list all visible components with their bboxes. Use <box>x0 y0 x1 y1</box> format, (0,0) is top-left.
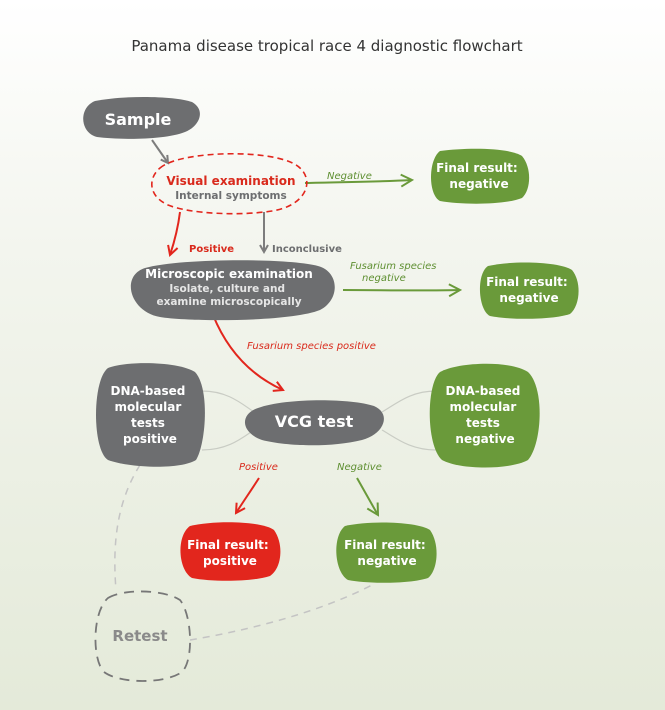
node-sample: Sample <box>83 96 200 139</box>
node-final-positive-line2: positive <box>203 554 257 568</box>
node-sample-label: Sample <box>105 110 172 129</box>
node-visual-examination: Visual examination Internal symptoms <box>151 152 308 215</box>
node-dna-negative: DNA-based molecular tests negative <box>429 363 540 468</box>
node-final-positive: Final result: positive <box>180 522 281 581</box>
label-vcg-positive: Positive <box>239 462 278 473</box>
node-dna-negative-text: DNA-based molecular tests negative <box>445 384 524 446</box>
chart-title: Panama disease tropical race 4 diagnosti… <box>131 37 522 55</box>
node-dna-negative-line3: tests <box>466 416 500 430</box>
node-visual-title: Visual examination <box>166 174 295 188</box>
node-micro-sub-line1: Isolate, culture and <box>169 283 285 295</box>
node-retest-label: Retest <box>112 627 167 645</box>
label-fusarium-positive: Fusarium species positive <box>247 341 376 352</box>
node-dna-positive-line2: molecular <box>115 400 182 414</box>
node-dna-negative-line2: molecular <box>450 400 517 414</box>
arrow-vcg-positive <box>236 477 260 513</box>
node-micro-sub: Isolate, culture and examine microscopic… <box>156 283 301 308</box>
node-final-negative-1-text: Final result: negative <box>436 161 522 191</box>
node-microscopic-examination: Microscopic examination Isolate, culture… <box>130 260 335 321</box>
node-final-positive-text: Final result: positive <box>187 538 273 568</box>
node-micro-sub-line2: examine microscopically <box>156 296 301 308</box>
label-visual-inconclusive: Inconclusive <box>272 244 342 255</box>
arrow-visual-negative <box>304 180 412 183</box>
node-final-negative-1: Final result: negative <box>431 148 530 204</box>
node-final-negative-2: Final result: negative <box>479 262 579 319</box>
arrow-visual-positive <box>170 211 181 255</box>
node-final-negative-2-text: Final result: negative <box>486 275 572 305</box>
label-vcg-negative: Negative <box>337 462 382 473</box>
node-dna-positive-text: DNA-based molecular tests positive <box>110 384 189 446</box>
node-micro-title: Microscopic examination <box>145 267 313 281</box>
node-dna-positive: DNA-based molecular tests positive <box>96 363 205 467</box>
node-final-negative-2-line1: Final result: <box>486 275 568 289</box>
label-fusarium-negative-line2: negative <box>362 273 406 284</box>
node-vcg-test: VCG test <box>244 400 384 446</box>
arrow-fusarium-positive <box>212 314 283 390</box>
node-final-negative-3-text: Final result: negative <box>344 538 430 568</box>
node-dna-positive-line1: DNA-based <box>110 384 185 398</box>
node-retest: Retest <box>94 590 191 682</box>
arrow-vcg-negative <box>356 477 378 515</box>
node-dna-positive-line4: positive <box>123 432 177 446</box>
label-fusarium-negative: Fusarium species negative <box>350 261 440 284</box>
node-dna-negative-line4: negative <box>455 432 514 446</box>
label-fusarium-negative-line1: Fusarium species <box>350 261 437 272</box>
node-dna-positive-line3: tests <box>131 416 165 430</box>
node-visual-sub: Internal symptoms <box>175 190 287 202</box>
label-visual-positive: Positive <box>189 244 234 255</box>
retest-link-left <box>114 464 141 591</box>
node-final-positive-line1: Final result: <box>187 538 269 552</box>
node-final-negative-3-line1: Final result: <box>344 538 426 552</box>
node-vcg-label: VCG test <box>275 412 354 431</box>
label-visual-negative: Negative <box>327 171 372 182</box>
node-dna-negative-line1: DNA-based <box>445 384 520 398</box>
node-final-negative-3: Final result: negative <box>336 522 437 583</box>
arrow-sample-to-visual <box>151 139 168 163</box>
retest-link-right <box>189 584 373 641</box>
node-final-negative-3-line2: negative <box>357 554 416 568</box>
node-final-negative-1-line1: Final result: <box>436 161 518 175</box>
node-final-negative-1-line2: negative <box>449 177 508 191</box>
node-final-negative-2-line2: negative <box>499 291 558 305</box>
